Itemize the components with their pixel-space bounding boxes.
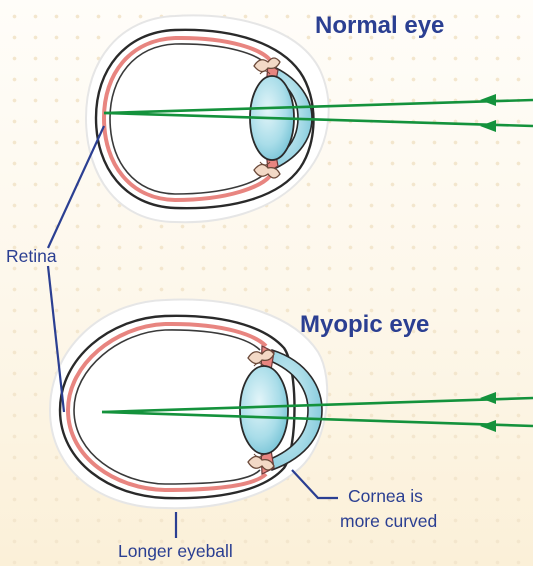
retina-leader-normal (48, 126, 104, 248)
normal-ray-arrow-top (480, 94, 496, 106)
cornea-label-line2: more curved (340, 511, 437, 531)
longer-eyeball-label: Longer eyeball (118, 541, 233, 561)
myopic-ray-arrow-bottom (480, 420, 496, 432)
normal-eye-title: Normal eye (315, 12, 444, 39)
myopic-ray-arrow-top (480, 392, 496, 404)
cornea-label-line1: Cornea is (348, 486, 423, 506)
myopic-lens (240, 366, 288, 454)
cornea-leader (292, 470, 338, 498)
myopic-eye-title: Myopic eye (300, 311, 429, 338)
normal-eye: Normal eye (86, 12, 533, 222)
normal-ray-arrow-bottom (480, 120, 496, 132)
myopic-eye: Myopic eye (50, 300, 533, 509)
retina-label: Retina (6, 246, 57, 266)
